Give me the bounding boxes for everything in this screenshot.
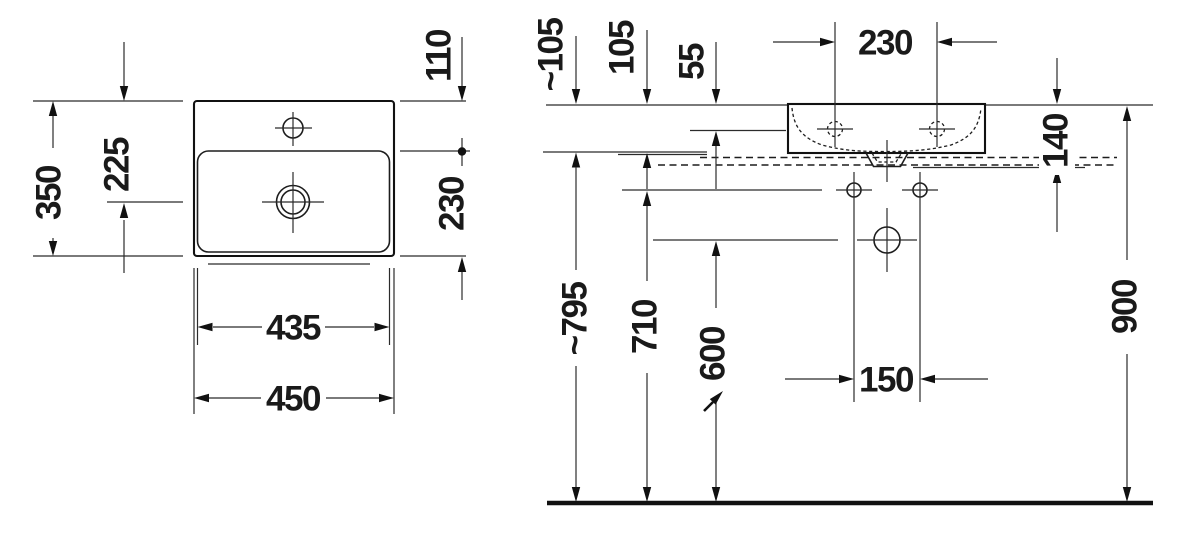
basin-plan-outline — [192, 99, 396, 265]
dim-900: 900 — [1106, 106, 1145, 502]
dim-225: 225 — [98, 42, 137, 273]
front-view: ~795 ~105 710 105 600 — [532, 18, 1153, 506]
dim-label-105-approx: ~105 — [532, 18, 571, 92]
dim-55-and-600: 600 55 — [673, 42, 733, 502]
dim-label-105: 105 — [603, 20, 642, 75]
basin-front-outline — [786, 22, 987, 402]
dim-230-plan: 230 — [433, 176, 472, 300]
basin-bowl-rect — [196, 150, 391, 253]
dim-label-435: 435 — [266, 309, 321, 348]
dim-label-230-plan: 230 — [433, 176, 472, 231]
leader-bent-arrow — [703, 401, 714, 412]
dim-dot-marker — [457, 147, 467, 156]
bowl-profile-dashed — [791, 107, 982, 153]
dim-350: 350 — [30, 101, 69, 256]
dim-label-55: 55 — [673, 43, 712, 80]
dim-label-150: 150 — [859, 361, 914, 400]
dim-label-795: ~795 — [556, 282, 595, 356]
dim-150: 150 — [785, 361, 988, 400]
dim-label-230-front: 230 — [858, 24, 913, 63]
dim-label-450: 450 — [266, 380, 321, 419]
plan-view: 350 225 110 230 — [30, 29, 472, 419]
dim-435: 435 — [196, 268, 391, 348]
dim-label-110: 110 — [420, 29, 459, 82]
dim-label-900: 900 — [1106, 279, 1145, 334]
dim-230-front: 230 — [773, 24, 997, 63]
dim-label-710: 710 — [626, 299, 665, 354]
dim-105-approx-and-795: ~795 ~105 — [532, 18, 595, 502]
dim-140: 140 — [1037, 58, 1076, 232]
dim-label-225: 225 — [98, 137, 137, 192]
dim-label-140: 140 — [1037, 113, 1076, 168]
dim-label-600: 600 — [694, 326, 733, 381]
dim-105-and-710: 710 105 — [603, 20, 665, 502]
dim-110: 110 — [420, 29, 467, 166]
dim-450: 450 — [193, 268, 395, 419]
basin-outer-rect — [192, 99, 396, 258]
dim-label-350: 350 — [30, 165, 69, 220]
